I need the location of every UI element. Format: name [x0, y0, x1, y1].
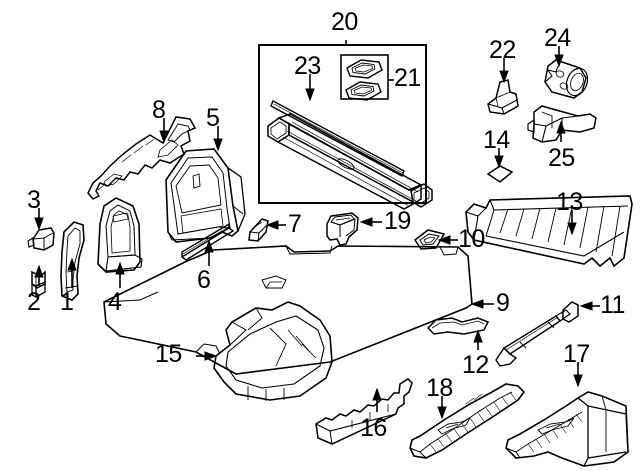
part-12-floor-pad-cover [426, 317, 490, 335]
part-6-trim-molding-strip [180, 222, 235, 261]
part-13-rear-sill-finish-panel [465, 195, 633, 268]
callout-label-23[interactable]: 23 [294, 52, 321, 80]
part-22-cover-mounting-bracket [487, 79, 519, 115]
cargo-cover-group-box [258, 40, 427, 204]
part-24-roller-end-fitting [544, 59, 589, 99]
part-7-wedge-cover-cap [248, 218, 269, 242]
part-16-door-sill-trim-strip [315, 378, 413, 445]
callout-label-17[interactable]: 17 [563, 340, 590, 368]
callout-label-11[interactable]: 11 [600, 291, 625, 319]
part-10-diamond-cover-cap [413, 229, 446, 250]
part-5-rear-quarter-trim-panel [165, 148, 246, 243]
part-21-cover-end-cap-pair [340, 54, 394, 101]
callout-label-1[interactable]: 1 [60, 288, 74, 316]
callout-label-9[interactable]: 9 [496, 289, 510, 317]
callout-label-19[interactable]: 19 [384, 207, 411, 235]
callout-label-8[interactable]: 8 [152, 96, 166, 124]
part-4-quarter-trim-frame [97, 197, 143, 273]
part-14-small-diamond-plug [486, 165, 514, 183]
part-19-cup-holder-insert [326, 212, 359, 246]
callout-label-20[interactable]: 20 [331, 8, 358, 36]
callout-label-14[interactable]: 14 [483, 126, 510, 154]
callout-label-12[interactable]: 12 [462, 351, 489, 379]
callout-label-24[interactable]: 24 [544, 24, 571, 52]
part-15-cargo-storage-tray [213, 301, 333, 401]
callout-label-22[interactable]: 22 [489, 36, 516, 64]
callout-label-21[interactable]: 21 [394, 64, 421, 92]
part-8-upper-quarter-trim-rail [87, 116, 197, 200]
callout-label-6[interactable]: 6 [197, 266, 211, 294]
part-20-cargo-cover-assembly [267, 113, 433, 210]
callout-label-7[interactable]: 7 [288, 210, 302, 238]
callout-label-16[interactable]: 16 [360, 414, 387, 442]
callout-leaders [34, 46, 600, 420]
callout-label-3[interactable]: 3 [27, 186, 41, 214]
callout-label-25[interactable]: 25 [548, 144, 575, 172]
callout-label-10[interactable]: 10 [458, 225, 485, 253]
callout-label-13[interactable]: 13 [556, 188, 583, 216]
callout-label-5[interactable]: 5 [206, 104, 220, 132]
callout-label-18[interactable]: 18 [426, 374, 453, 402]
callout-label-4[interactable]: 4 [108, 288, 122, 316]
part-23-cargo-cover-guide-rail [270, 100, 405, 177]
part-18-tunnel-floor-carpet [409, 383, 526, 459]
callout-label-2[interactable]: 2 [27, 288, 41, 316]
part-3-retainer-block [27, 227, 55, 251]
part-17-console-floor-carpet [505, 391, 629, 467]
part-11-telescoping-support-rod [495, 301, 579, 367]
callout-label-15[interactable]: 15 [155, 340, 182, 368]
